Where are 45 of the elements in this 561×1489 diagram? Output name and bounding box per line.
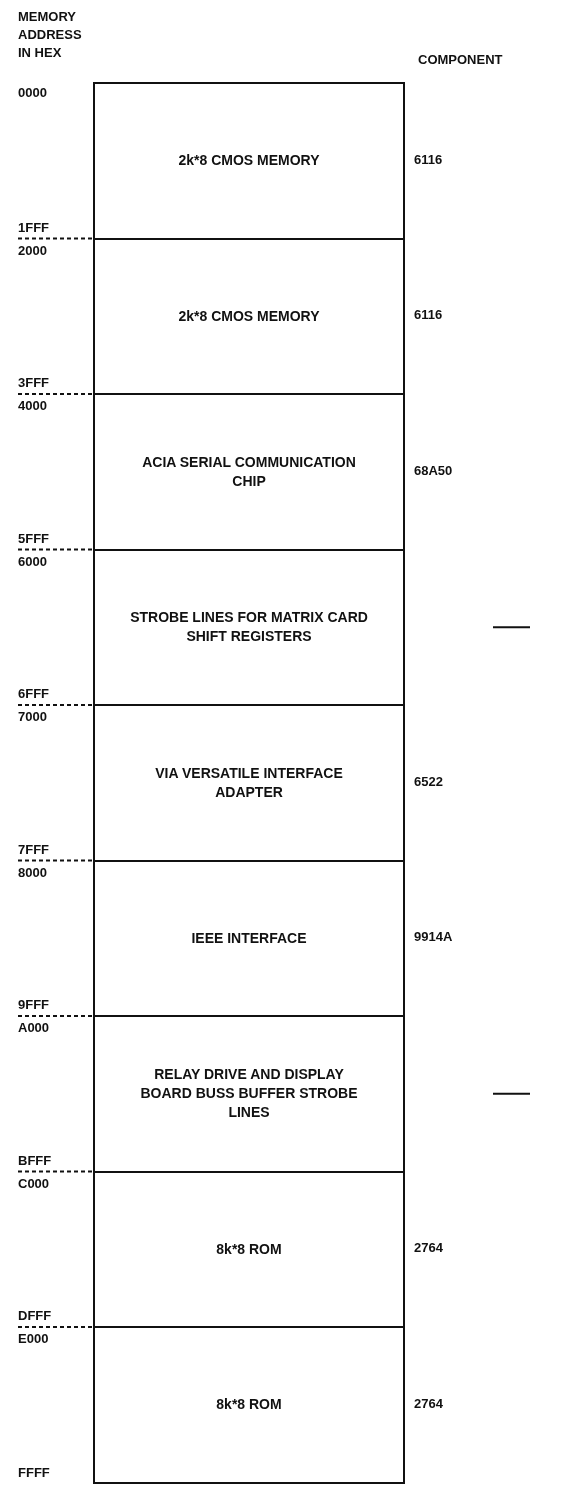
component-number: 6522 (414, 773, 443, 789)
axis-heading: MEMORY ADDRESS IN HEX (18, 8, 83, 62)
hex-address: BFFF (18, 1152, 52, 1168)
hex-address: E000 (18, 1331, 49, 1346)
region-label: VIA VERSATILE INTERFACE ADAPTER (154, 763, 344, 802)
component-number: 6116 (414, 151, 443, 167)
region-label: 2k*8 CMOS MEMORY (178, 151, 320, 171)
hex-address: 6000 (18, 553, 47, 569)
memory-region-box (93, 393, 405, 551)
component-number: 9914A (414, 929, 453, 945)
component-number: 68A50 (414, 462, 453, 478)
hex-address: 7000 (18, 709, 47, 724)
hex-address: 4000 (18, 398, 47, 413)
hex-address: 9FFF (18, 997, 50, 1012)
memory-region-box (93, 82, 405, 240)
region-label: 8k*8 ROM (216, 1395, 282, 1415)
hex-address: 2000 (18, 242, 47, 258)
component-number: 2764 (414, 1240, 443, 1256)
memory-region-box (93, 704, 405, 862)
hex-address: 3FFF (18, 375, 50, 390)
hex-address: A000 (18, 1020, 50, 1035)
hex-address: FFFF (18, 1464, 50, 1480)
region-label: 8k*8 ROM (216, 1239, 282, 1259)
hex-address: 5FFF (18, 530, 50, 546)
column-heading: COMPONENT (418, 52, 503, 67)
component-number: 2764 (414, 1395, 443, 1411)
memory-region-box (93, 237, 405, 395)
hex-address: 8000 (18, 864, 47, 880)
hex-address: DFFF (18, 1308, 52, 1323)
hex-address: 1FFF (18, 219, 50, 235)
hex-address: 0000 (18, 85, 47, 100)
memory-region-box (93, 548, 405, 706)
region-label: ACIA SERIAL COMMUNICATION CHIP (141, 452, 357, 491)
hex-address: 6FFF (18, 686, 50, 701)
memory-region-box (93, 1326, 405, 1484)
memory-region-box (93, 859, 405, 1017)
region-label: RELAY DRIVE AND DISPLAY BOARD BUSS BUFFER STROBE LINES (139, 1065, 359, 1123)
component-number: 6116 (414, 307, 443, 323)
memory-region-box (93, 1170, 405, 1328)
hex-address: 7FFF (18, 841, 50, 857)
region-label: 2k*8 CMOS MEMORY (178, 306, 320, 326)
region-label: STROBE LINES FOR MATRIX CARD SHIFT REGISTERS (129, 608, 369, 647)
hex-address: C000 (18, 1175, 50, 1191)
region-label: IEEE INTERFACE (191, 928, 307, 948)
memory-region-box (93, 1015, 405, 1173)
